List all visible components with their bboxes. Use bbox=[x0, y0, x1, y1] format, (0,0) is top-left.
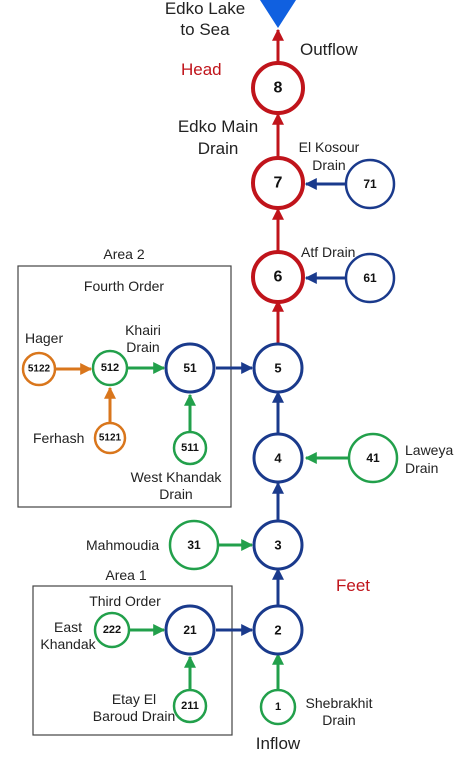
node-8-label: 8 bbox=[274, 80, 283, 97]
label-head: Head bbox=[181, 60, 222, 79]
outlet-triangle-icon bbox=[260, 0, 296, 28]
node-7-label: 7 bbox=[274, 175, 283, 192]
label-laweya: Laweya bbox=[405, 442, 453, 458]
node-6: 6 bbox=[251, 250, 305, 304]
node-6-label: 6 bbox=[274, 269, 283, 286]
label-ferhash: Ferhash bbox=[33, 430, 84, 446]
node-21-label: 21 bbox=[183, 623, 197, 637]
node-4: 4 bbox=[252, 432, 304, 484]
label-east: East bbox=[54, 619, 82, 635]
node-7: 7 bbox=[251, 156, 305, 210]
label-area-1: Area 1 bbox=[105, 567, 146, 583]
node-51: 51 bbox=[164, 342, 216, 394]
node-511-label: 511 bbox=[181, 442, 199, 454]
node-3: 3 bbox=[252, 519, 304, 571]
node-5121-label: 5121 bbox=[99, 433, 122, 444]
node-1: 1 bbox=[259, 688, 297, 726]
node-4-label: 4 bbox=[274, 451, 282, 466]
label-laweya-drain: Drain bbox=[405, 460, 438, 476]
node-5121: 5121 bbox=[93, 421, 127, 455]
label-third-order: Third Order bbox=[89, 593, 161, 609]
node-61-label: 61 bbox=[363, 271, 377, 285]
node-211: 211 bbox=[172, 688, 208, 724]
node-21: 21 bbox=[164, 604, 216, 656]
label-edko-main-drain: Drain bbox=[198, 139, 239, 158]
label-edko-main: Edko Main bbox=[178, 117, 258, 136]
label-mahmoudia: Mahmoudia bbox=[86, 537, 159, 553]
node-41: 41 bbox=[347, 432, 399, 484]
node-5: 5 bbox=[252, 342, 304, 394]
label-fourth-order: Fourth Order bbox=[84, 278, 164, 294]
node-71-label: 71 bbox=[363, 177, 377, 191]
node-2: 2 bbox=[252, 604, 304, 656]
label-shebrakhit-drain: Drain bbox=[322, 712, 355, 728]
node-61: 61 bbox=[344, 252, 396, 304]
node-512-label: 512 bbox=[101, 362, 119, 374]
label-el-kosour-drain: Drain bbox=[312, 157, 345, 173]
label-shebrakhit: Shebrakhit bbox=[306, 695, 373, 711]
label-khairi-drain: Drain bbox=[126, 339, 159, 355]
label-hager: Hager bbox=[25, 330, 63, 346]
label-west-khandak: West Khandak bbox=[131, 469, 223, 485]
node-71: 71 bbox=[344, 158, 396, 210]
label-khandak: Khandak bbox=[40, 636, 96, 652]
area-2-box bbox=[17, 265, 232, 508]
label-atf-drain: Atf Drain bbox=[301, 244, 355, 260]
label-area-2: Area 2 bbox=[103, 246, 144, 262]
node-41-label: 41 bbox=[366, 451, 380, 465]
label-inflow: Inflow bbox=[256, 734, 301, 753]
label-baroud-drain: Baroud Drain bbox=[93, 708, 176, 724]
node-222: 222 bbox=[93, 611, 131, 649]
label-etay-el: Etay El bbox=[112, 691, 156, 707]
node-5-label: 5 bbox=[274, 361, 281, 376]
label-edko-lake: Edko Lake bbox=[165, 0, 245, 18]
label-west-khandak-drain: Drain bbox=[159, 486, 192, 502]
node-511: 511 bbox=[172, 430, 208, 466]
label-el-kosour: El Kosour bbox=[299, 139, 360, 155]
label-outflow: Outflow bbox=[300, 40, 358, 59]
node-31-label: 31 bbox=[187, 538, 201, 552]
node-8: 8 bbox=[251, 61, 305, 115]
node-51-label: 51 bbox=[183, 361, 197, 375]
node-3-label: 3 bbox=[274, 538, 281, 553]
node-31: 31 bbox=[168, 519, 220, 571]
node-5122: 5122 bbox=[21, 351, 57, 387]
node-211-label: 211 bbox=[181, 700, 199, 712]
label-to-sea: to Sea bbox=[180, 20, 230, 39]
label-feet: Feet bbox=[336, 576, 370, 595]
node-2-label: 2 bbox=[274, 623, 281, 638]
node-1-label: 1 bbox=[275, 701, 281, 713]
node-222-label: 222 bbox=[103, 624, 121, 636]
node-512: 512 bbox=[91, 349, 129, 387]
area-1-box bbox=[32, 585, 233, 736]
node-5122-label: 5122 bbox=[28, 364, 51, 375]
label-khairi: Khairi bbox=[125, 322, 161, 338]
